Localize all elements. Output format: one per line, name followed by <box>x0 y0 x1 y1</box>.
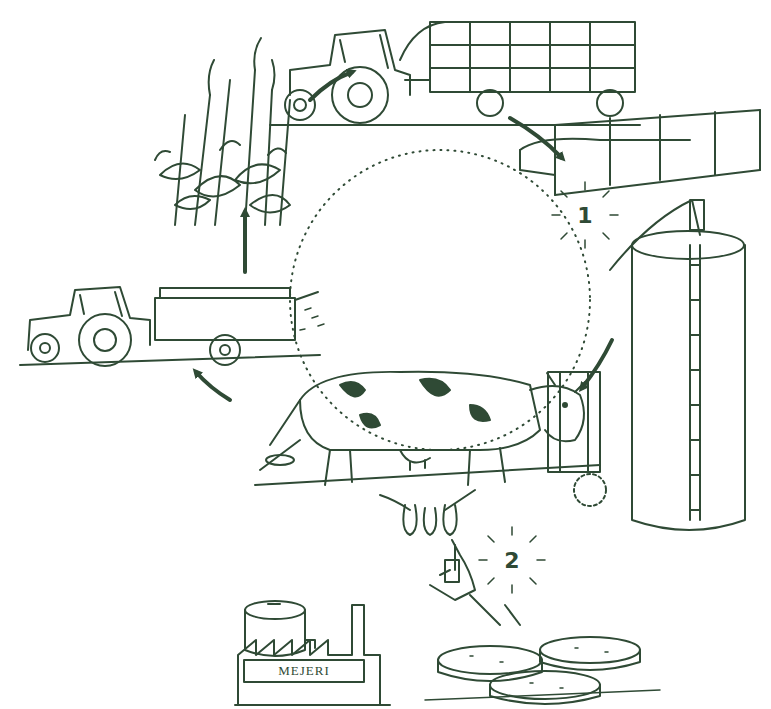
forage-crop <box>155 38 290 225</box>
cow <box>255 372 606 506</box>
callout-number: 2 <box>504 548 519 573</box>
cheese-wheels <box>425 637 660 704</box>
milking-hands <box>380 490 520 625</box>
cycle-arrows <box>196 72 612 400</box>
bunker-silo <box>520 110 760 195</box>
starburst <box>552 182 618 248</box>
factory-sign: MEJERI <box>278 663 330 679</box>
starburst <box>479 527 545 593</box>
manure-spreader <box>20 287 324 366</box>
callout-number: 1 <box>577 203 592 228</box>
dairy-factory <box>235 605 390 705</box>
tower-silo <box>610 200 745 530</box>
dotted-circle <box>290 150 590 450</box>
harvester-tractor <box>270 22 640 125</box>
